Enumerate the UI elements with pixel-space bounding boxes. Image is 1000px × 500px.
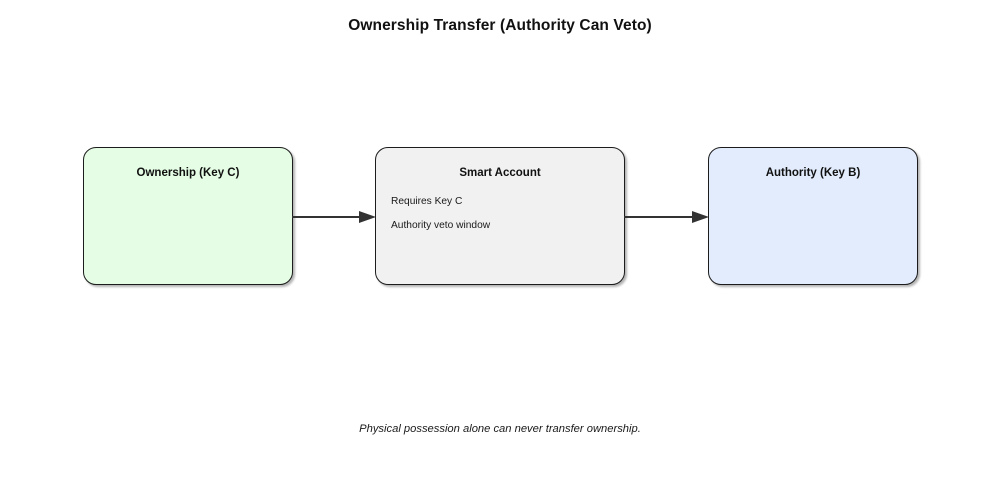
diagram-caption: Physical possession alone can never tran… (359, 423, 641, 435)
edge-line (292, 216, 360, 218)
arrow-head-icon (359, 211, 376, 223)
page-title: Ownership Transfer (Authority Can Veto) (348, 17, 652, 34)
node-authority-title: Authority (Key B) (765, 167, 861, 179)
node-smart-account-line-2: Authority veto window (391, 220, 491, 231)
node-ownership[interactable]: Ownership (Key C) (83, 147, 293, 285)
node-smart-account-line-1: Requires Key C (391, 196, 463, 207)
node-ownership-title: Ownership (Key C) (136, 167, 240, 179)
arrow-head-icon (692, 211, 709, 223)
edge-ownership-to-smart-account (292, 211, 376, 224)
node-smart-account-title: Smart Account (459, 167, 541, 179)
node-authority[interactable]: Authority (Key B) (708, 147, 918, 285)
edge-line (624, 216, 693, 218)
node-smart-account-body: Requires Key C Authority veto window (391, 196, 612, 244)
node-smart-account[interactable]: Smart Account Requires Key C Authority v… (375, 147, 625, 285)
edge-smart-account-to-authority (624, 211, 709, 224)
